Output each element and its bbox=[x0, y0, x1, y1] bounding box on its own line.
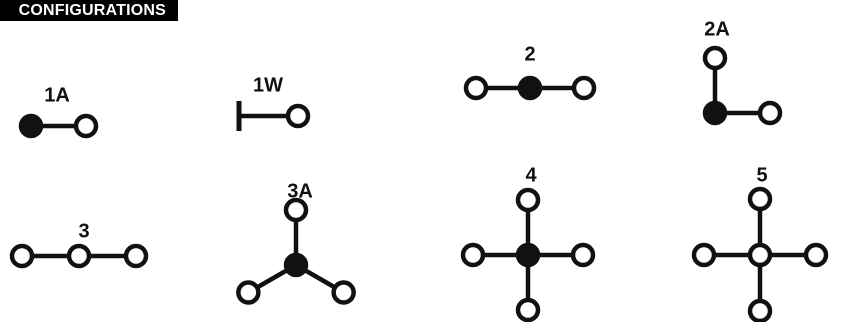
open-node-1a-right bbox=[73, 113, 99, 139]
filled-node-2a-center bbox=[702, 100, 728, 126]
open-node-2a-up bbox=[702, 45, 728, 71]
config-1w: 1W bbox=[236, 74, 311, 131]
config-4: 4 bbox=[460, 164, 596, 322]
config-3a: 3A bbox=[236, 180, 356, 305]
config-1a: 1A bbox=[18, 84, 99, 139]
filled-node-1a-center bbox=[18, 113, 44, 139]
filled-node-4-center bbox=[515, 242, 541, 268]
open-node-2-left bbox=[463, 75, 489, 101]
config-label-1w: 1W bbox=[253, 74, 283, 96]
configurations-title: CONFIGURATIONS bbox=[18, 2, 166, 19]
open-node-3-left bbox=[9, 243, 35, 269]
config-5: 5 bbox=[691, 164, 829, 322]
open-node-3a-down-right bbox=[331, 280, 356, 305]
config-label-3a: 3A bbox=[287, 180, 313, 202]
config-2a: 2A bbox=[702, 18, 783, 126]
open-node-3-right bbox=[123, 243, 149, 269]
config-label-2: 2 bbox=[524, 43, 535, 65]
open-node-3a-down-left bbox=[236, 280, 261, 305]
config-label-4: 4 bbox=[525, 164, 537, 186]
config-label-1a: 1A bbox=[44, 84, 70, 106]
open-node-4-up bbox=[515, 187, 541, 213]
open-node-3-center bbox=[66, 243, 92, 269]
filled-node-3a-center bbox=[283, 252, 309, 278]
open-node-2-right bbox=[571, 75, 597, 101]
open-node-4-down bbox=[515, 297, 541, 322]
open-node-1w-right bbox=[285, 103, 311, 129]
open-node-5-right bbox=[803, 242, 829, 268]
open-node-4-right bbox=[570, 242, 596, 268]
config-label-5: 5 bbox=[756, 164, 767, 186]
open-node-5-up bbox=[747, 186, 773, 212]
open-node-5-left bbox=[691, 242, 717, 268]
open-node-4-left bbox=[460, 242, 486, 268]
config-2: 2 bbox=[463, 43, 597, 101]
config-3: 3 bbox=[9, 220, 149, 269]
open-node-5-center bbox=[747, 242, 773, 268]
open-node-5-down bbox=[747, 298, 773, 322]
open-node-3a-up bbox=[283, 197, 309, 223]
open-node-2a-right bbox=[757, 100, 783, 126]
config-label-3: 3 bbox=[78, 220, 89, 242]
config-label-2a: 2A bbox=[704, 18, 730, 40]
filled-node-2-center bbox=[517, 75, 543, 101]
configurations-header: CONFIGURATIONS bbox=[0, 0, 178, 21]
